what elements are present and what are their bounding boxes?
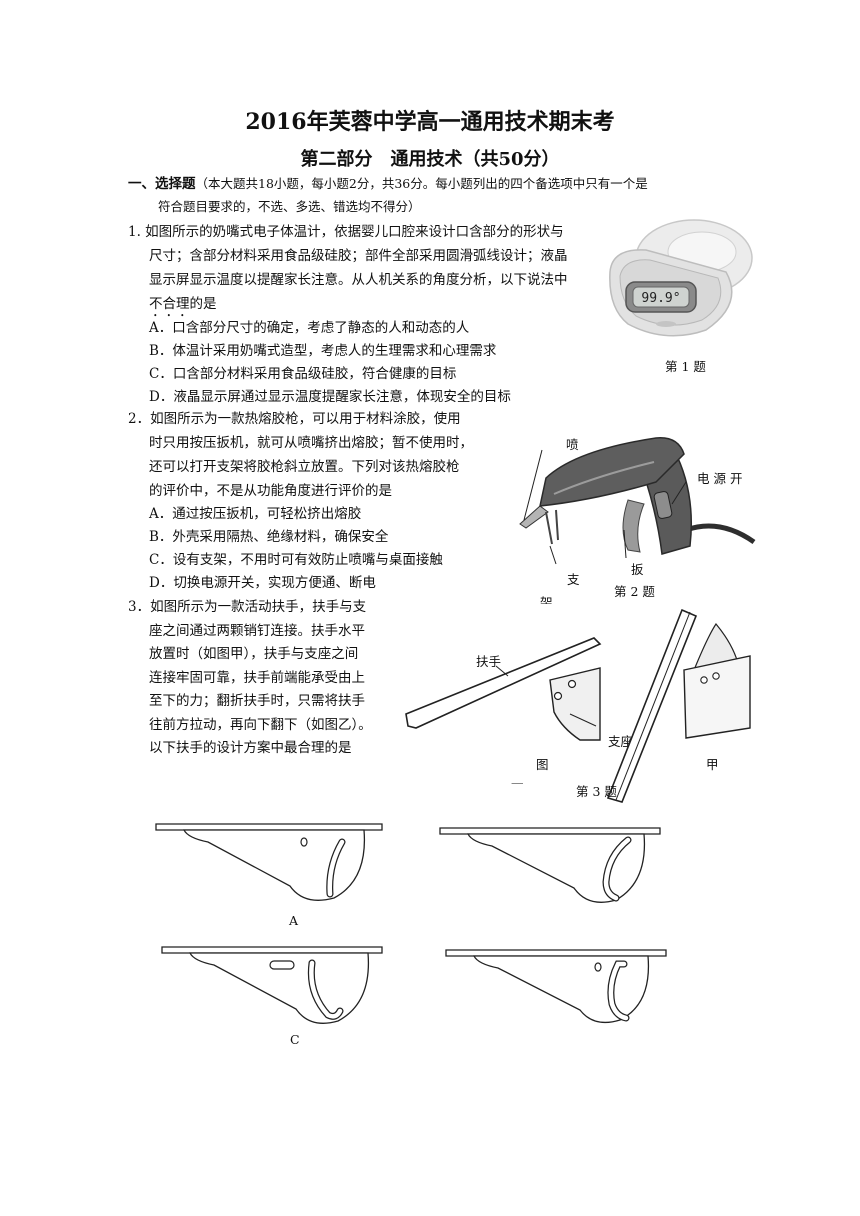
q1-option-d: D．液晶显示屏通过显示温度提醒家长注意，体现安全的目标 <box>149 389 511 405</box>
section-heading: 一、选择题 <box>128 176 196 192</box>
q1-line-2: 尺寸；含部分材料采用食品级硅胶；部件全部采用圆滑弧线设计；液晶 <box>149 248 568 264</box>
q3-line-6: 往前方拉动，再向下翻下（如图乙）。 <box>149 717 372 733</box>
armrest-option-d <box>445 949 667 1024</box>
label-base: 支座 <box>608 734 634 749</box>
q3-line-5: 至下的力；翻折扶手时，只需将扶手 <box>149 693 365 709</box>
q1-caption: 第 1 题 <box>665 359 706 374</box>
q1-option-a: A．口含部分尺寸的确定，考虑了静态的人和动态的人 <box>149 320 470 336</box>
q2-line-3: 还可以打开支架将胶枪斜立放置。下列对该热熔胶枪 <box>149 459 460 475</box>
q1-line-3: 显示屏显示温度以提醒家长注意。从人机关系的角度分析，以下说法中 <box>149 272 568 288</box>
q3-line-1: 3．如图所示为一款活动扶手，扶手与支 <box>128 599 367 615</box>
label-jia: 甲 <box>706 757 719 772</box>
q3-line-3: 放置时（如图甲），扶手与支座之间 <box>149 646 359 662</box>
label-stand: 支 <box>567 572 580 587</box>
label-power-switch: 电 源 开 <box>697 471 743 486</box>
label-figure: 图 <box>536 757 549 772</box>
thermometer-display: 99.9° <box>641 291 680 306</box>
q3-caption: 第 3 题 <box>576 784 617 799</box>
q1-tail: 的是 <box>189 296 217 312</box>
label-nozzle: 喷 <box>566 437 579 452</box>
armrest-option-c <box>161 946 383 1024</box>
q1-line-4: 不合理的是 <box>149 293 217 320</box>
exam-title: 2016年芙蓉中学高一通用技术期末考 <box>245 109 615 135</box>
option-a-label: A <box>289 913 299 928</box>
label-armrest: 扶手 <box>476 654 502 669</box>
q1-line-1: 1. 如图所示的奶嘴式电子体温计，依据婴儿口腔来设计口含部分的形状与 <box>128 224 564 240</box>
q1-option-b: B．体温计采用奶嘴式造型，考虑人的生理需求和心理需求 <box>149 343 497 359</box>
q2-line-2: 时只用按压扳机，就可从喷嘴挤出熔胶；暂不使用时， <box>149 435 473 451</box>
label-figure-2: 一 <box>511 774 524 784</box>
label-trigger: 扳 <box>631 562 644 577</box>
armrest-horizontal-figure <box>405 637 602 741</box>
option-c-label: C <box>290 1032 300 1047</box>
q1-option-c: C．口含部分材料采用食品级硅胶，符合健康的目标 <box>149 366 457 382</box>
glue-gun-figure <box>519 437 756 565</box>
q3-line-2: 座之间通过两颗销钉连接。扶手水平 <box>149 623 365 639</box>
armrest-option-a <box>155 823 383 901</box>
label-stand-2: 架 <box>540 595 553 604</box>
q3-line-4: 连接牢固可靠，扶手前端能承受由上 <box>149 670 365 686</box>
q2-line-1: 2．如图所示为一款热熔胶枪，可以用于材料涂胶，使用 <box>128 411 461 427</box>
q1-emphasis: 不合理 <box>149 296 190 312</box>
q3-line-7: 以下扶手的设计方案中最合理的是 <box>149 740 352 756</box>
q2-option-a: A．通过按压扳机，可轻松挤出熔胶 <box>149 506 362 522</box>
q2-option-d: D．切换电源开关，实现方便通、断电 <box>149 575 376 591</box>
armrest-option-b <box>439 827 661 903</box>
q2-option-c: C．设有支架，不用时可有效防止喷嘴与桌面接触 <box>149 552 443 568</box>
section-note-line1: （本大题共18小题，每小题2分，共36分。每小题列出的四个备选项中只有一个是 <box>195 176 648 191</box>
q2-option-b: B．外壳采用隔热、绝缘材料，确保安全 <box>149 529 389 545</box>
section-subtitle: 第二部分 通用技术（共50分） <box>300 149 560 170</box>
section-intro: 一、选择题（本大题共18小题，每小题2分，共36分。每小题列出的四个备选项中只有… <box>128 172 648 196</box>
armrest-flipped-figure <box>606 608 751 803</box>
pacifier-thermometer-figure: 99.9° <box>609 219 753 337</box>
q2-caption: 第 2 题 <box>614 584 655 599</box>
section-note-line2: 符合题目要求的，不选、多选、错选均不得分） <box>158 199 421 214</box>
q2-line-4: 的评价中，不是从功能角度进行评价的是 <box>149 483 392 499</box>
